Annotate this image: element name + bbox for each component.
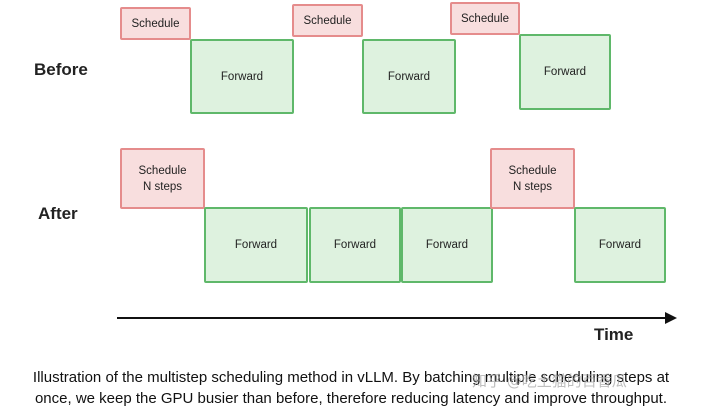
after-forward-label-2: Forward bbox=[333, 239, 377, 251]
after-schedule-n-label-1b: N steps bbox=[143, 180, 182, 193]
after-forward-label-1: Forward bbox=[234, 239, 278, 251]
before-schedule-box-1: Schedule bbox=[120, 7, 191, 40]
before-forward-label-1: Forward bbox=[220, 70, 264, 83]
after-forward-box-1: Forward bbox=[204, 207, 308, 283]
after-label: After bbox=[38, 204, 78, 223]
caption-line-1: Illustration of the multistep scheduling… bbox=[32, 369, 670, 386]
after-forward-box-2: Forward bbox=[309, 207, 401, 283]
time-label: Time bbox=[594, 325, 634, 344]
after-forward-label-3: Forward bbox=[425, 239, 469, 251]
before-schedule-label-3: Schedule bbox=[461, 12, 509, 25]
after-forward-label-4: Forward bbox=[598, 239, 642, 251]
before-schedule-label-1: Schedule bbox=[131, 17, 180, 30]
before-schedule-label-2: Schedule bbox=[303, 14, 352, 27]
after-forward-box-4: Forward bbox=[574, 207, 666, 283]
before-forward-label-3: Forward bbox=[543, 66, 587, 78]
time-axis-arrow bbox=[117, 312, 677, 324]
before-forward-label-2: Forward bbox=[387, 70, 431, 83]
after-forward-box-3: Forward bbox=[401, 207, 493, 283]
before-schedule-box-3: Schedule bbox=[450, 2, 520, 35]
after-schedule-n-label-2b: N steps bbox=[513, 180, 552, 193]
before-schedule-box-2: Schedule bbox=[292, 4, 363, 37]
before-forward-box-1: Forward bbox=[190, 39, 294, 114]
after-schedule-n-box-1: Schedule N steps bbox=[120, 148, 205, 209]
caption-line-2: once, we keep the GPU busier than before… bbox=[34, 390, 668, 407]
before-forward-box-3: Forward bbox=[519, 34, 611, 110]
before-label: Before bbox=[34, 60, 88, 79]
watermark: 知乎 @吃土猫的百香瓜 bbox=[472, 372, 627, 390]
after-schedule-n-label-2a: Schedule bbox=[508, 164, 557, 177]
after-schedule-n-box-2: Schedule N steps bbox=[490, 148, 575, 209]
figure-caption: Illustration of the multistep scheduling… bbox=[0, 367, 702, 409]
before-forward-box-2: Forward bbox=[362, 39, 456, 114]
after-schedule-n-label-1a: Schedule bbox=[138, 164, 187, 177]
